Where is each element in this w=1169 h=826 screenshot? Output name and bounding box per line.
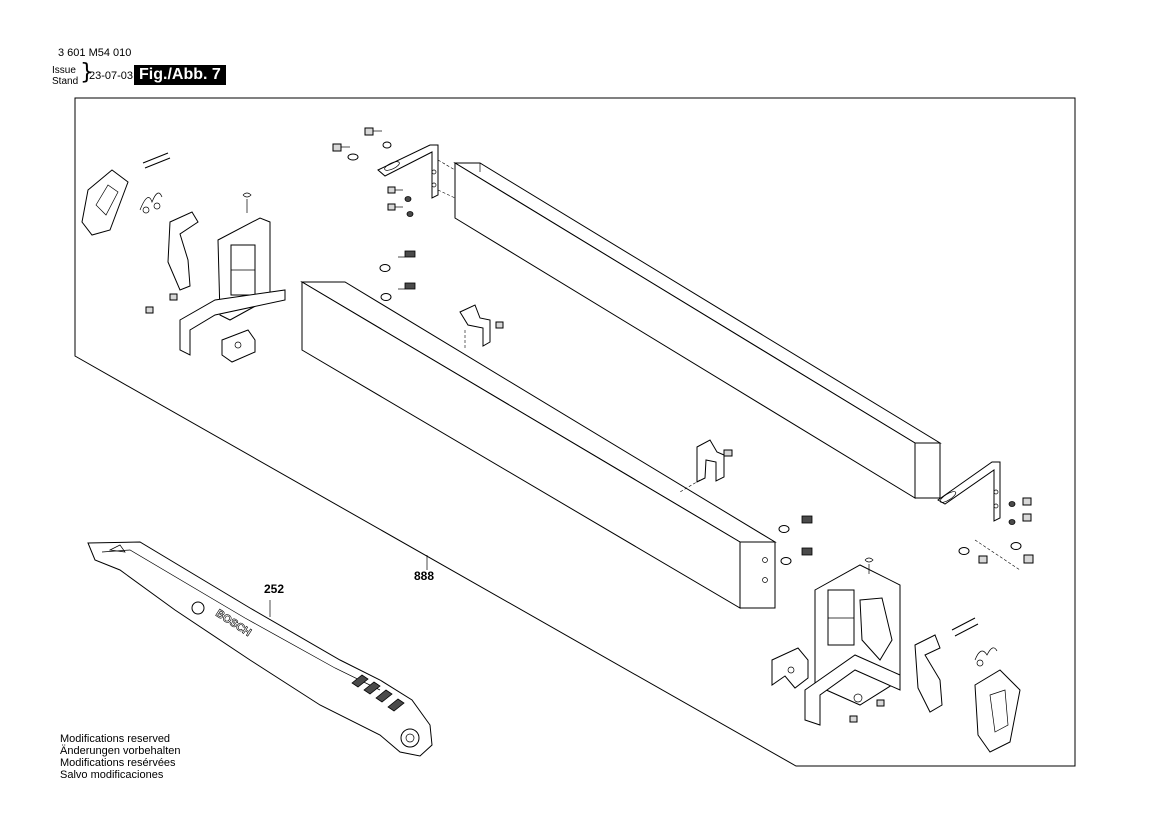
- pins-right: [951, 617, 998, 667]
- callout-888: 888: [414, 569, 434, 583]
- assembly-boundary: [74, 97, 1076, 767]
- lever-left: [167, 211, 199, 291]
- issue-label: Issue: [52, 65, 76, 76]
- rail-front: [300, 281, 777, 609]
- figure-label: Fig./Abb. 7: [134, 65, 226, 85]
- screw-set-middle: [379, 250, 416, 301]
- stand-label: Stand: [52, 76, 79, 87]
- modifications-notice: Modifications reserved Änderungen vorbeh…: [60, 733, 180, 781]
- clip-center: [459, 304, 504, 350]
- pins-left: [139, 152, 171, 214]
- callout-252: 252: [264, 582, 284, 596]
- modifications-line-de: Änderungen vorbehalten: [60, 745, 181, 757]
- end-cap-left: [179, 192, 286, 363]
- issue-stand-label: Issue Stand: [52, 65, 78, 87]
- guide-part-252: BOSCH: [87, 541, 433, 757]
- issue-date: 23-07-03: [89, 70, 134, 82]
- grip-ribs: [351, 674, 405, 712]
- bracket-top-left: [377, 144, 439, 199]
- end-cap-right: [804, 557, 901, 726]
- modifications-line-fr: Modifications resérvées: [60, 757, 176, 769]
- clip-lower: [679, 439, 733, 493]
- modifications-line-es: Salvo modificaciones: [60, 769, 164, 781]
- brace-glyph: }: [80, 60, 94, 85]
- rail-rear: [453, 162, 942, 499]
- clip-right-end: [771, 647, 809, 689]
- screw-set-left: [145, 293, 178, 314]
- lever-right: [914, 634, 943, 713]
- document-number: 3 601 M54 010: [58, 47, 132, 59]
- bracket-right: [937, 461, 1001, 522]
- modifications-line-en: Modifications reserved: [60, 733, 171, 745]
- screw-set-lower-rail: [778, 515, 813, 565]
- screw-set-bottom-right: [849, 699, 885, 723]
- latch-left: [81, 169, 129, 236]
- screw-set-right: [958, 497, 1034, 564]
- screw-set-top: [332, 127, 414, 217]
- latch-right: [974, 669, 1021, 753]
